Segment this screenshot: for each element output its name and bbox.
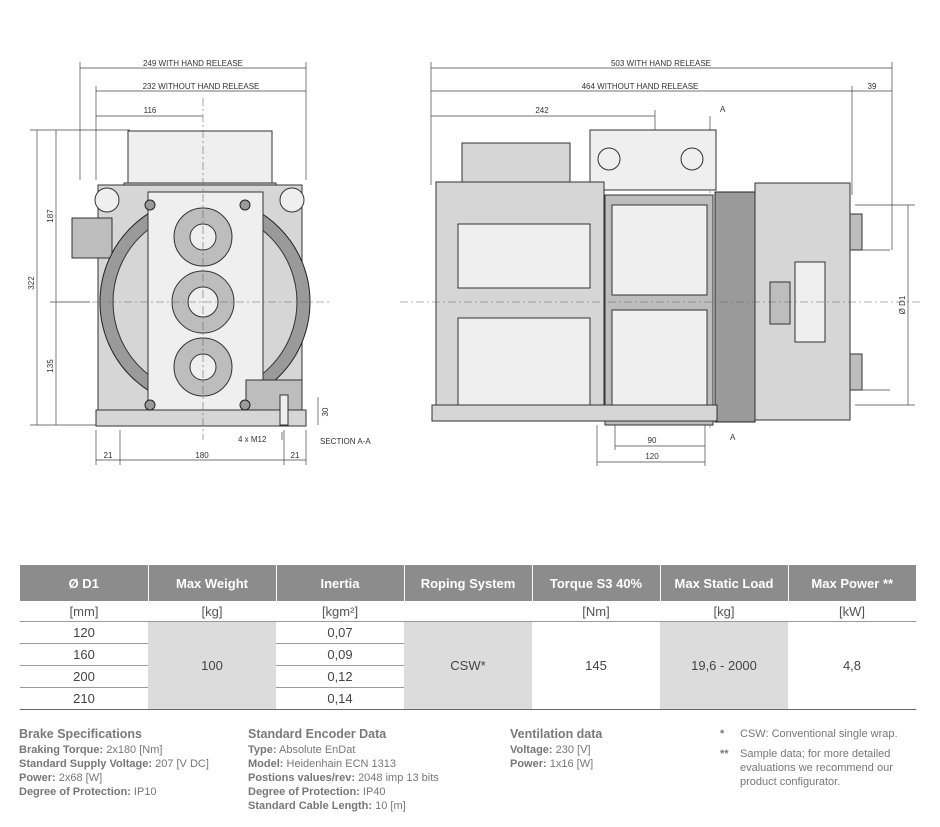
spec-line: Power: 2x68 [W] [19,772,103,784]
unit-d1: [mm] [20,601,148,622]
dim-30: 30 [321,407,330,416]
encoder-title: Standard Encoder Data [248,727,387,741]
cell-power: 4,8 [788,621,916,710]
unit-inertia: [kgm²] [276,601,404,622]
table-row: 160 0,09 [20,643,916,666]
dim-90: 90 [648,436,657,445]
cell-max-weight: 100 [148,621,276,710]
unit-torque: [Nm] [532,601,660,622]
dim-d1: Ø D1 [898,295,907,314]
header-roping: Roping System [404,565,533,601]
section-mark-bottom: A [730,433,736,442]
cell-roping: CSW* [404,621,532,710]
dim-135: 135 [46,359,55,373]
front-view: 249 WITH HAND RELEASE 232 WITHOUT HAND R… [27,59,371,465]
ventilation-specs: Ventilation data Voltage: 230 [V] Power:… [510,727,602,771]
cell-d1: 160 [20,643,148,666]
dim-bolts: 4 x M12 [238,435,267,444]
footnote: **Sample data; for more detailed evaluat… [720,748,893,788]
dim-180: 180 [195,451,209,460]
header-max-power: Max Power ** [788,565,916,601]
dim-21-right: 21 [291,451,300,460]
side-view: 503 WITH HAND RELEASE 464 WITHOUT HAND R… [400,59,920,466]
cell-inertia: 0,07 [276,621,404,644]
spec-line: Power: 1x16 [W] [510,758,594,770]
cell-inertia: 0,09 [276,643,404,666]
dim-120: 120 [645,452,659,461]
units-row: [mm] [kg] [kgm²] [Nm] [kg] [kW] [20,601,916,622]
unit-static-load: [kg] [660,601,788,622]
spec-line: Standard Cable Length: 10 [m] [248,800,406,812]
header-torque: Torque S3 40% [532,565,661,601]
spec-line: Braking Torque: 2x180 [Nm] [19,744,163,756]
dim-232: 232 WITHOUT HAND RELEASE [143,82,260,91]
header-inertia: Inertia [276,565,405,601]
spec-table: Ø D1 Max Weight Inertia Roping System To… [20,565,916,710]
ventilation-title: Ventilation data [510,727,603,741]
cell-static-load: 19,6 - 2000 [660,621,788,710]
spec-line: Degree of Protection: IP10 [19,786,157,798]
dim-39: 39 [868,82,877,91]
cell-d1: 210 [20,687,148,710]
spec-line: Standard Supply Voltage: 207 [V DC] [19,758,209,770]
spec-line: Type: Absolute EnDat [248,744,356,756]
dim-464: 464 WITHOUT HAND RELEASE [582,82,699,91]
unit-weight: [kg] [148,601,276,622]
cell-d1: 120 [20,621,148,644]
dim-242: 242 [535,106,549,115]
table-row: 210 0,14 [20,687,916,710]
encoder-specs: Standard Encoder Data Type: Absolute EnD… [248,727,439,813]
dim-21-left: 21 [104,451,113,460]
table-row: 200 0,12 [20,665,916,688]
table-header-row: Ø D1 Max Weight Inertia Roping System To… [20,565,916,601]
brake-specs: Brake Specifications Braking Torque: 2x1… [19,727,209,799]
dim-322: 322 [27,276,36,290]
unit-roping [404,601,532,622]
dim-249: 249 WITH HAND RELEASE [143,59,243,68]
dim-187: 187 [46,209,55,223]
section-mark-top: A [720,105,726,114]
header-static-load: Max Static Load [660,565,789,601]
section-label: SECTION A-A [320,437,371,446]
cell-inertia: 0,14 [276,687,404,710]
dim-116: 116 [144,106,157,115]
footnotes: *CSW: Conventional single wrap. **Sample… [720,727,920,795]
dim-503: 503 WITH HAND RELEASE [611,59,711,68]
footnote: *CSW: Conventional single wrap. [720,728,898,740]
cell-d1: 200 [20,665,148,688]
unit-power: [kW] [788,601,916,622]
spec-line: Model: Heidenhain ECN 1313 [248,758,396,770]
cell-torque: 145 [532,621,660,710]
header-max-weight: Max Weight [148,565,277,601]
technical-drawing: 249 WITH HAND RELEASE 232 WITHOUT HAND R… [27,59,920,466]
brake-title: Brake Specifications [19,727,142,741]
spec-line: Postions values/rev: 2048 imp 13 bits [248,772,439,784]
spec-line: Voltage: 230 [V] [510,744,591,756]
spec-line: Degree of Protection: IP40 [248,786,386,798]
table-row: 120 100 0,07 CSW* 145 19,6 - 2000 4,8 [20,621,916,710]
header-d1: Ø D1 [20,565,149,601]
cell-inertia: 0,12 [276,665,404,688]
